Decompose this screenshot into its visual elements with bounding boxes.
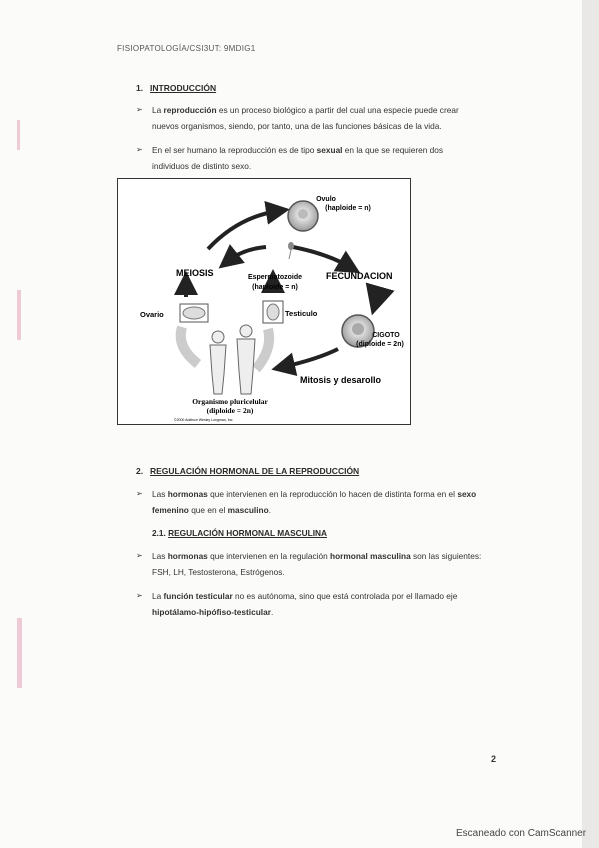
bullet-sexual: ➢ En el ser humano la reproducción es de… (136, 142, 476, 176)
female-figure-icon (209, 330, 227, 395)
bullet-hormonas-masculinas: ➢ Las hormonas que intervienen en la reg… (136, 548, 481, 582)
bullet-arrow-icon: ➢ (136, 105, 143, 114)
ovario-icon (182, 306, 206, 320)
scanner-watermark: Escaneado con CamScanner (456, 828, 587, 839)
reproduction-cycle-figure: Ovulo (haploide = n) Espermatozoide (hap… (117, 178, 411, 425)
bullet-funcion-testicular: ➢ La función testicular no es autónoma, … (136, 588, 476, 622)
scan-mark (17, 618, 22, 688)
section-2-heading: 2. REGULACIÓN HORMONAL DE LA REPRODUCCIÓ… (136, 466, 396, 478)
bullet-arrow-icon: ➢ (136, 591, 143, 600)
bullet-arrow-icon: ➢ (136, 551, 143, 560)
cycle-diagram: Ovulo (haploide = n) Espermatozoide (hap… (140, 196, 404, 422)
page-header: FISIOPATOLOGÍA/CSI3UT: 9MDIG1 (117, 44, 256, 53)
label-ovario: Ovario (140, 310, 164, 319)
label-cigoto: CIGOTO (372, 332, 400, 339)
section-1-heading: 1. INTRODUCCIÓN (136, 83, 336, 95)
bullet-arrow-icon: ➢ (136, 489, 143, 498)
scan-mark (17, 120, 20, 150)
male-figure-icon (236, 324, 256, 395)
arrow-to-espermatozoide (218, 244, 267, 269)
label-ovulo: Ovulo (316, 196, 336, 203)
label-ovulo-ploidy: (haploide = n) (325, 205, 371, 212)
section-1-number: 1. (136, 83, 144, 93)
testiculo-icon (266, 303, 280, 321)
bullet-reproduccion: ➢ La reproducción es un proceso biológic… (136, 102, 476, 136)
bullet-hormonas-sexo: ➢ Las hormonas que intervienen en la rep… (136, 486, 476, 520)
label-espermatozoide-ploidy: (haploide = n) (252, 284, 298, 291)
arrow-organism-to-ovario (175, 325, 202, 368)
arrow-to-fecundacion (292, 245, 361, 274)
scan-edge (582, 0, 599, 848)
label-organismo: Organismo pluricelular (192, 397, 268, 406)
label-fecundacion: FECUNDACION (326, 271, 393, 281)
arrow-organism-to-testiculo (252, 327, 275, 373)
scan-mark (17, 290, 21, 340)
arrow-to-cigoto (365, 282, 395, 316)
bullet-arrow-icon: ➢ (136, 145, 143, 154)
label-meiosis: MEIOSIS (176, 268, 214, 278)
section-1-title: INTRODUCCIÓN (150, 83, 217, 93)
section-2-title: REGULACIÓN HORMONAL DE LA REPRODUCCIÓN (150, 466, 360, 476)
label-testiculo: Testiculo (285, 309, 318, 318)
label-copyright: ©2000 Addison Wesley Longman, Inc. (174, 418, 233, 422)
subsection-2-1-heading: 2.1. REGULACIÓN HORMONAL MASCULINA (152, 528, 327, 538)
label-cigoto-ploidy: (diploide = 2n) (356, 341, 404, 348)
subsection-title: REGULACIÓN HORMONAL MASCULINA (168, 528, 328, 538)
page-number: 2 (491, 754, 497, 764)
label-mitosis: Mitosis y desarollo (300, 375, 382, 385)
arrow-mitosis (271, 347, 339, 377)
section-2-number: 2. (136, 466, 144, 476)
sperm-cell (288, 242, 294, 250)
arrow-meiosis-to-ovulo (206, 200, 290, 251)
subsection-number: 2.1. (152, 528, 166, 538)
label-organismo-ploidy: (diploide = 2n) (207, 406, 254, 415)
label-espermatozoide: Espermatozoide (248, 274, 302, 281)
